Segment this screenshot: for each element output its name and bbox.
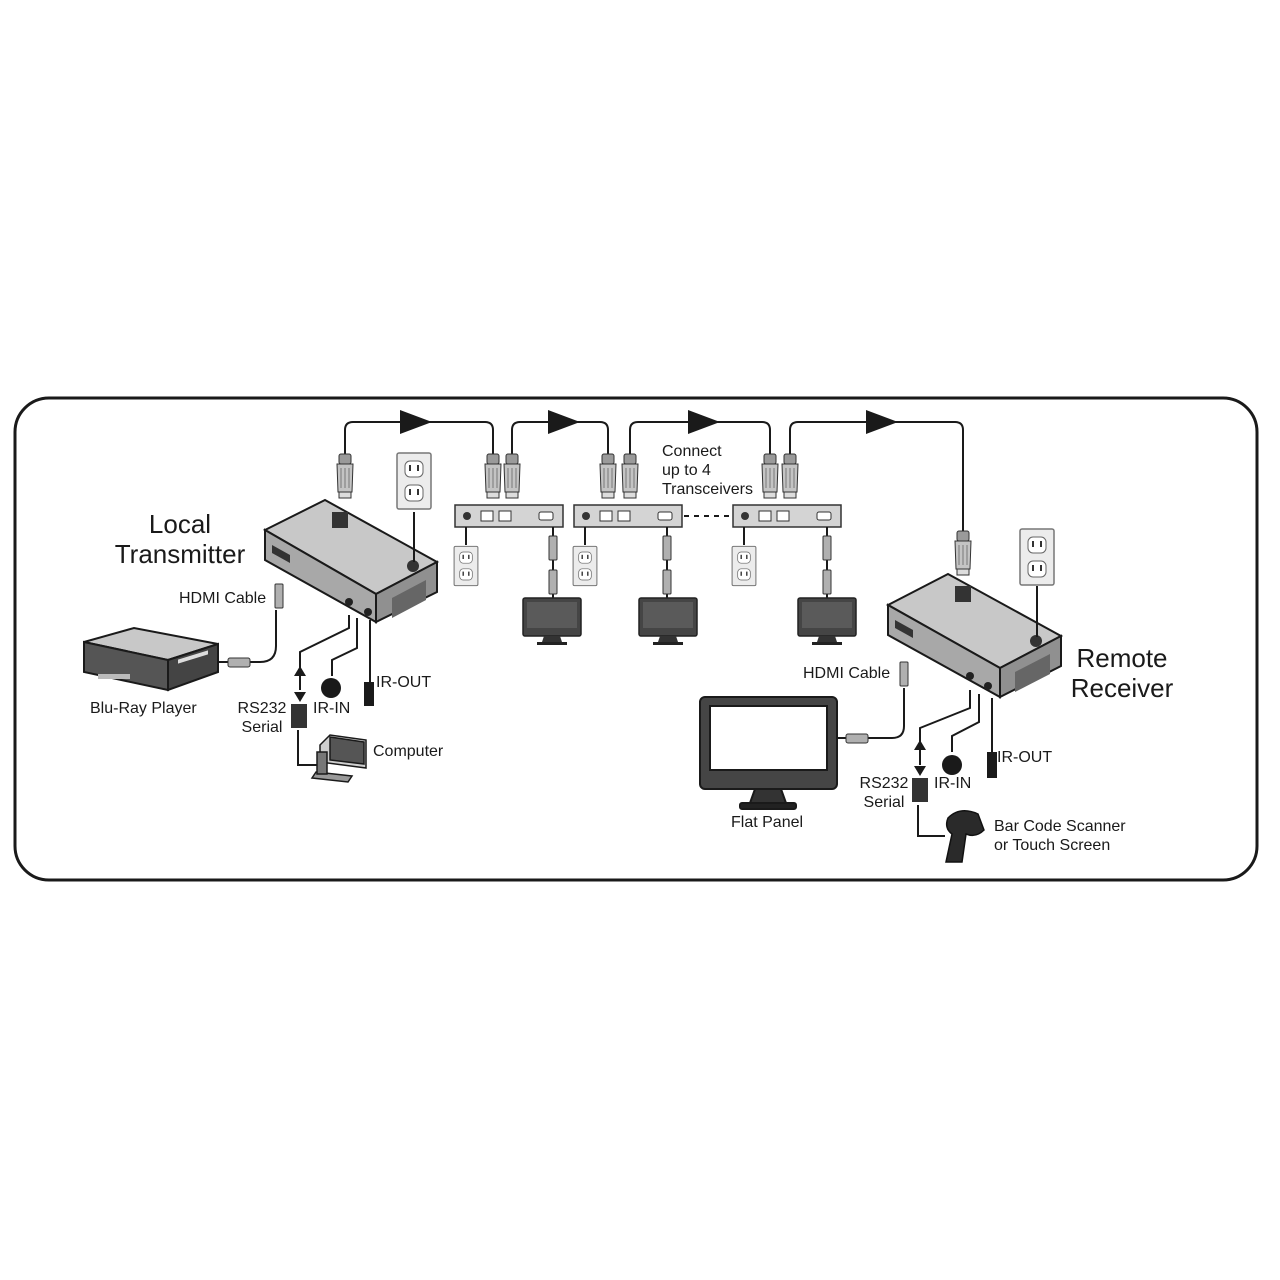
remote-receiver-label: Remote Receiver: [1070, 643, 1174, 703]
ir-emitter-icon: [987, 752, 997, 778]
small-plug-icon: [274, 583, 284, 609]
local-transmitter-label: Local Transmitter: [114, 509, 246, 569]
ir-sensor-icon: [321, 678, 341, 698]
hdmi-cable-left-label: HDMI Cable: [179, 590, 267, 607]
ir-sensor-icon: [942, 755, 962, 775]
bluray-player-label: Blu-Ray Player: [90, 700, 197, 717]
ir-emitter-icon: [364, 682, 374, 706]
barcode-scanner-icon: [945, 810, 985, 863]
flat-panel-label: Flat Panel: [731, 814, 804, 831]
bluray-player-icon: [83, 626, 219, 692]
wall-outlet-icon: [396, 452, 432, 510]
arrow-icon: [400, 410, 898, 434]
receiver-box-icon: [885, 572, 1064, 699]
bar-code-label: Bar Code Scanner or Touch Screen: [994, 818, 1126, 854]
wall-outlet-icon: [1019, 528, 1055, 586]
ir-out-left-label: IR-OUT: [376, 674, 432, 691]
serial-connector: [291, 704, 307, 728]
connect-note: Connect up to 4 Transceivers: [662, 443, 753, 498]
transmitter-box-icon: [262, 498, 440, 624]
serial-connector: [912, 778, 928, 802]
monitor-icon: [699, 696, 838, 810]
small-plug-icon: [899, 661, 909, 687]
ir-in-right-label: IR-IN: [934, 775, 972, 792]
ir-out-right-label: IR-OUT: [997, 749, 1053, 766]
hdmi-cable-right-label: HDMI Cable: [803, 665, 891, 682]
rs232-right-label: RS232 Serial: [859, 775, 909, 811]
transceiver-icon: [454, 504, 842, 528]
computer-label: Computer: [373, 743, 444, 760]
computer-icon: [310, 734, 367, 783]
ir-in-left-label: IR-IN: [313, 700, 351, 717]
rs232-left-label: RS232 Serial: [237, 700, 287, 736]
